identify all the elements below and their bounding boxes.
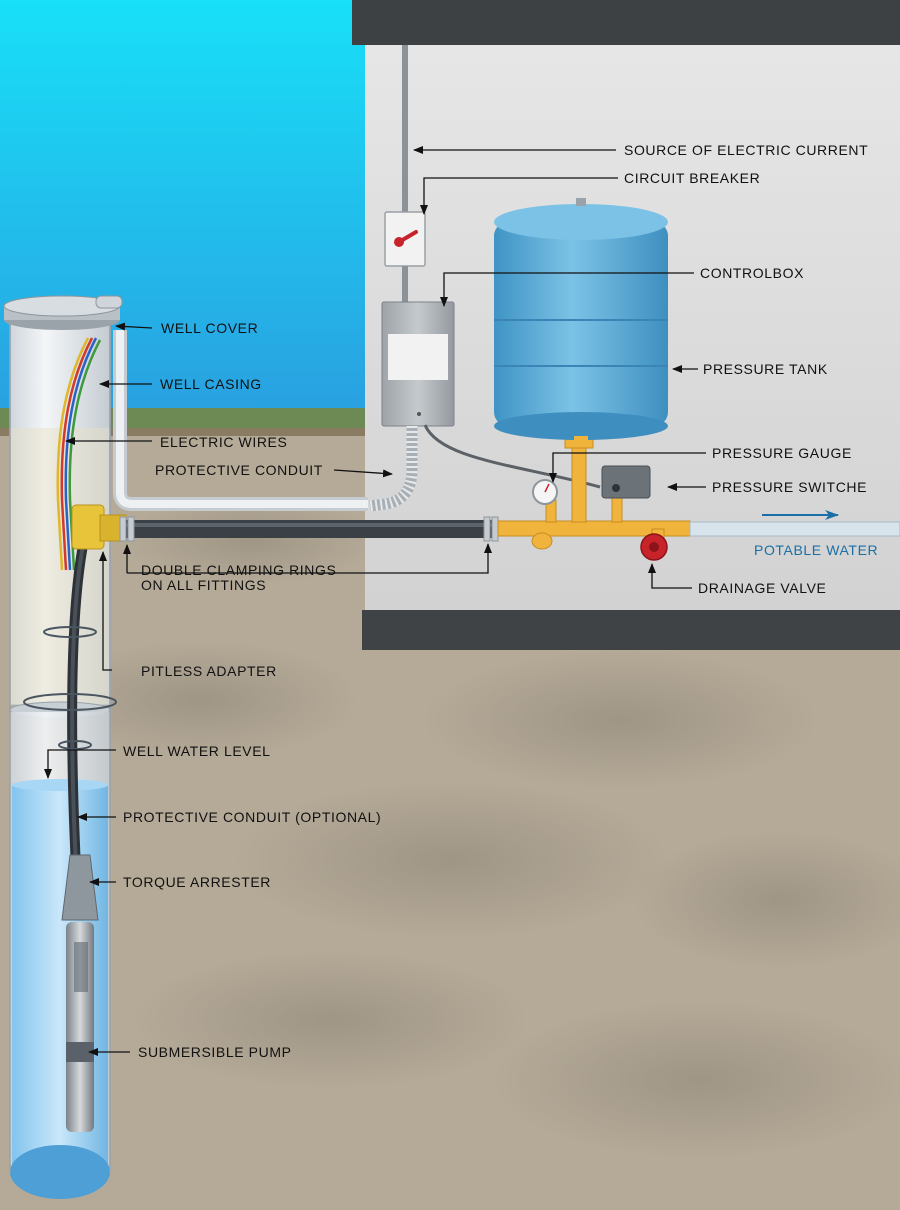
circuit-breaker xyxy=(384,211,426,267)
pitless-adapter xyxy=(71,504,127,550)
soil-texture xyxy=(40,495,900,1160)
electric-wires xyxy=(56,337,102,571)
supply-cable xyxy=(402,45,408,215)
switch-cable xyxy=(423,424,601,489)
label-protective-conduit-optional: PROTECTIVE CONDUIT (OPTIONAL) xyxy=(123,809,382,825)
main-water-line xyxy=(126,520,492,538)
label-well-water-level: WELL WATER LEVEL xyxy=(123,743,271,759)
label-electric-wires: ELECTRIC WIRES xyxy=(160,434,288,450)
label-pressure-tank: PRESSURE TANK xyxy=(703,361,828,377)
label-potable-water: POTABLE WATER xyxy=(754,542,879,558)
label-double-clamping-line1: DOUBLE CLAMPING RINGS xyxy=(141,562,337,578)
label-controlbox: CONTROLBOX xyxy=(700,265,805,281)
label-protective-conduit: PROTECTIVE CONDUIT xyxy=(155,462,323,478)
label-well-casing: WELL CASING xyxy=(160,376,262,392)
label-double-clamping-line2: ON ALL FITTINGS xyxy=(141,577,267,593)
pressure-tank xyxy=(494,198,668,444)
label-source-of-electric-current: SOURCE OF ELECTRIC CURRENT xyxy=(624,142,869,158)
potable-water-pipe xyxy=(689,521,900,537)
label-submersible-pump: SUBMERSIBLE PUMP xyxy=(138,1044,292,1060)
label-pressure-switch: PRESSURE SWITCHE xyxy=(712,479,868,495)
well-cover xyxy=(3,295,123,330)
leader-lines xyxy=(44,146,706,1056)
pressure-switch xyxy=(601,465,651,499)
control-box xyxy=(381,301,455,427)
submersible-pump xyxy=(66,922,94,1132)
well-bottom xyxy=(10,1145,110,1199)
drainage-valve xyxy=(640,528,668,561)
label-well-cover: WELL COVER xyxy=(161,320,259,336)
pressure-gauge xyxy=(532,479,558,505)
label-torque-arrester: TORQUE ARRESTER xyxy=(123,874,271,890)
label-circuit-breaker: CIRCUIT BREAKER xyxy=(624,170,761,186)
label-drainage-valve: DRAINAGE VALVE xyxy=(698,580,827,596)
label-pressure-gauge: PRESSURE GAUGE xyxy=(712,445,852,461)
torque-arrester xyxy=(61,854,99,921)
clamp-coils xyxy=(23,626,117,750)
label-pitless-adapter: PITLESS ADAPTER xyxy=(141,663,277,679)
clamping-rings xyxy=(119,516,499,542)
